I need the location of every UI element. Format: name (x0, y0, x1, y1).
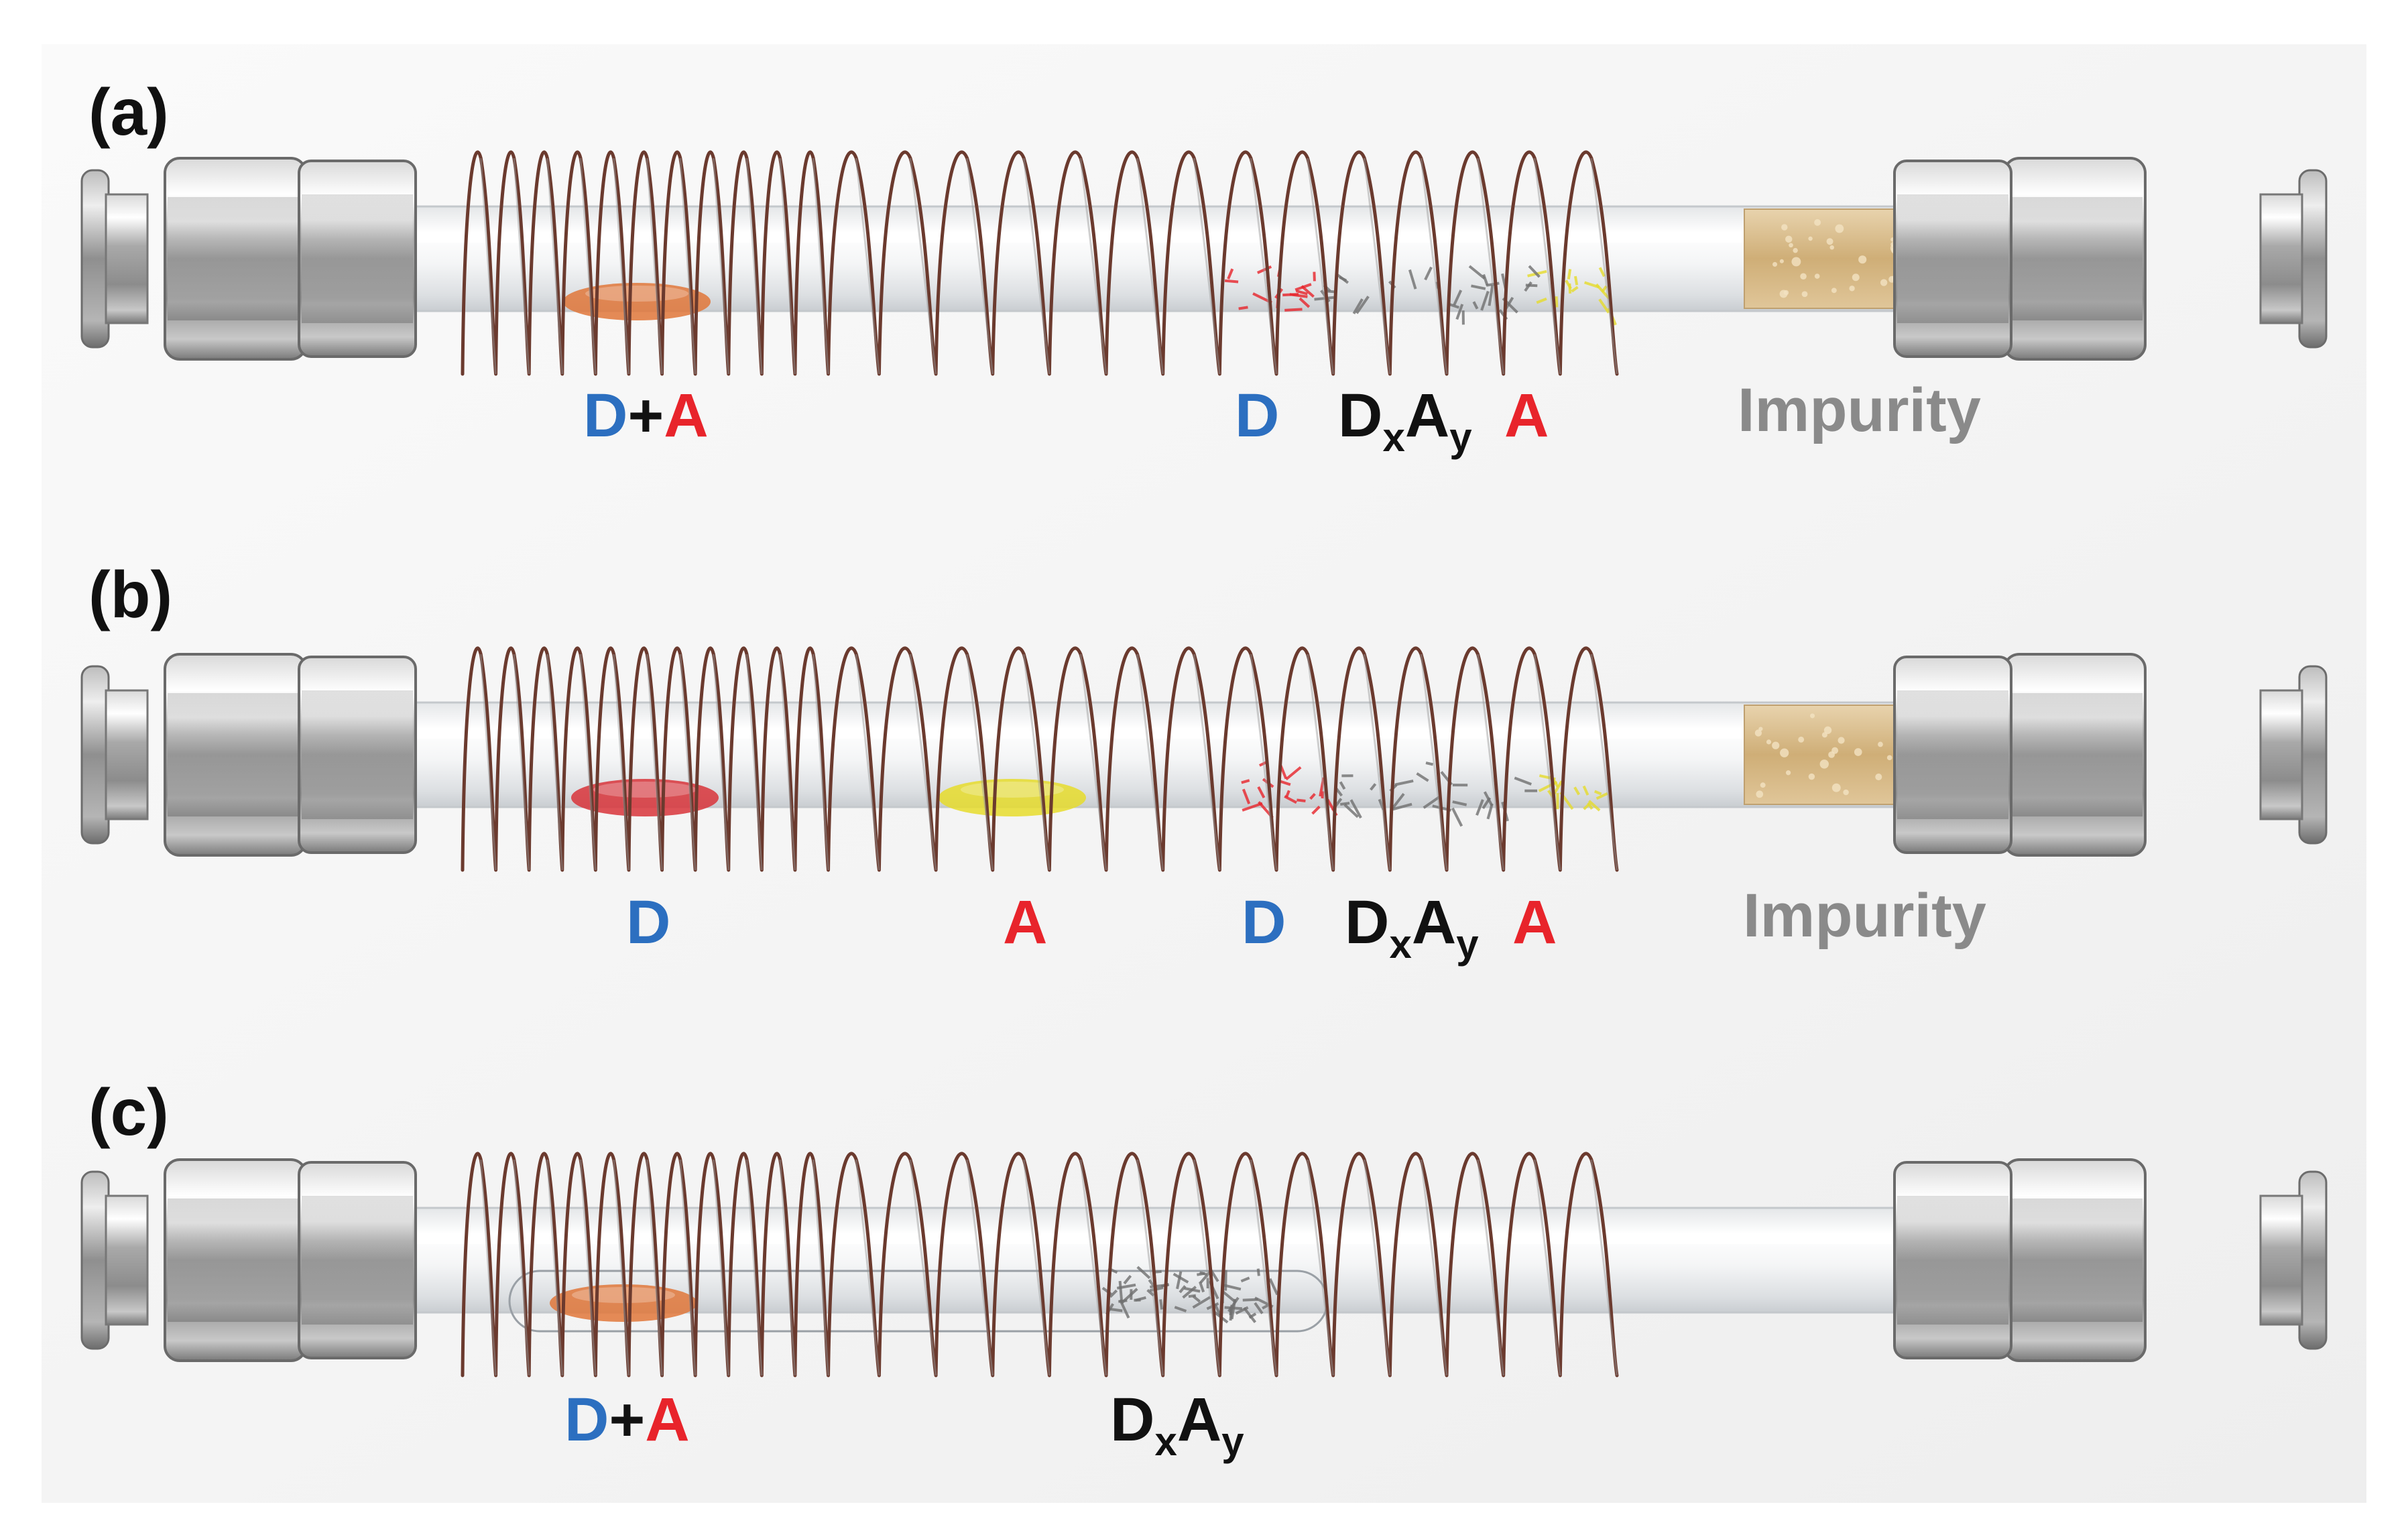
panel-b-label-d: D (626, 892, 670, 953)
plus-sign: + (627, 381, 664, 450)
acceptor-label: A (645, 1386, 689, 1454)
panel-b-impurity-label: Impurity (1743, 885, 1986, 946)
panel-b-label-complex: DxAy (1345, 892, 1479, 965)
panel-a-label-d: D (1235, 385, 1279, 446)
panel-a-letter: (a) (88, 79, 169, 145)
panel-b-label-a-right: A (1512, 892, 1557, 953)
panel-c-label-complex: DxAy (1110, 1389, 1244, 1462)
panel-a-label-d-plus-a: D+A (583, 385, 709, 446)
panel-b-label-d-right: D (1242, 892, 1286, 953)
panel-a-impurity-label: Impurity (1738, 379, 1981, 441)
panel-b-letter: (b) (88, 562, 172, 627)
plus-sign: + (609, 1386, 645, 1454)
acceptor-label: A (664, 381, 708, 450)
panel-a-label-complex: DxAy (1338, 385, 1472, 458)
panel-c-label-d-plus-a: D+A (564, 1389, 690, 1451)
donor-label: D (583, 381, 627, 450)
donor-label: D (564, 1386, 609, 1454)
panel-b-label-a: A (1003, 892, 1047, 953)
panel-c-letter: (c) (88, 1079, 169, 1145)
panel-a-label-a: A (1504, 385, 1549, 446)
